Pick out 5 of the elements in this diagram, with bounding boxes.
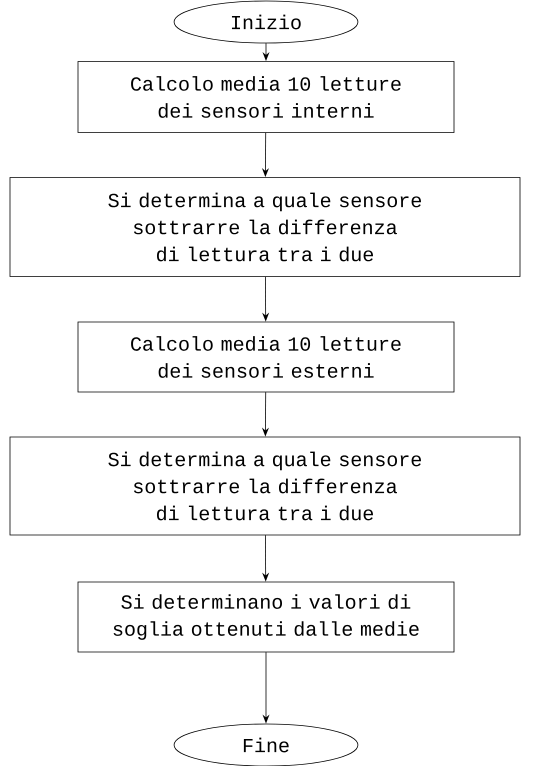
- process-box: Si determina a quale sensore sottrarre la differenza di lettura tra i due: [10, 177, 520, 277]
- process-box: Si determina a quale sensore sottrarre la differenza di lettura tra i due: [10, 436, 520, 536]
- process-box: Calcolo media 10 letture dei sensori interni: [78, 61, 454, 133]
- process-box: Calcolo media 10 letture dei sensori esterni: [78, 322, 454, 392]
- process-box: Si determinano i valori di soglia ottenuti dalle medie: [78, 582, 454, 652]
